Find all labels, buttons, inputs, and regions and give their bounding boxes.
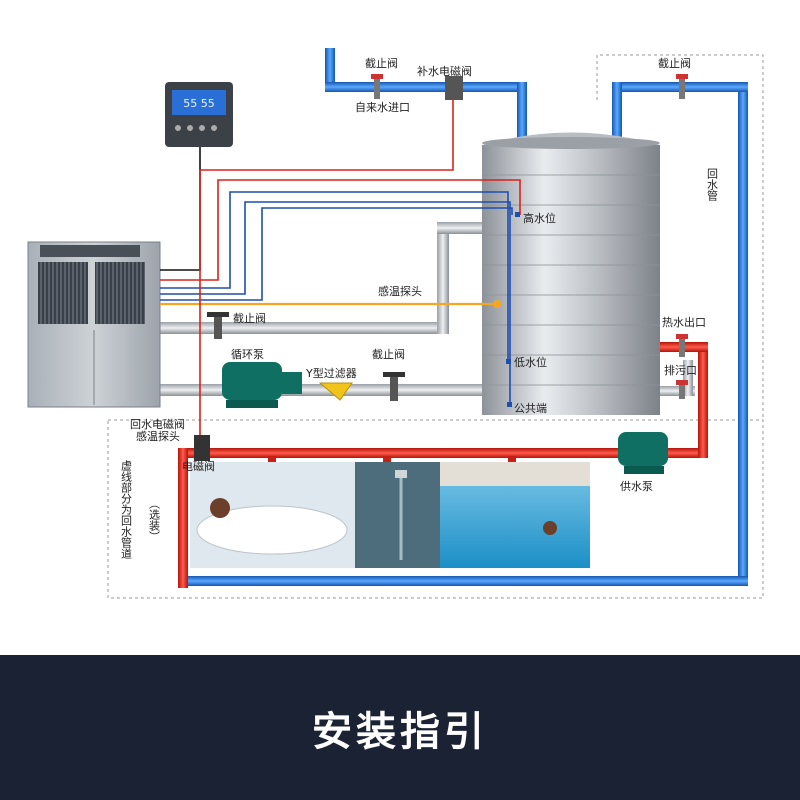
common-end-sensor — [507, 402, 512, 407]
supply-pump-icon — [618, 432, 668, 474]
hot-supply-pipe — [178, 448, 708, 458]
shower-photo — [355, 462, 440, 568]
hot-supply-down — [178, 448, 188, 588]
label-circulation-pump: 循环泵 — [231, 348, 264, 361]
tap-water-pipe-horizontal — [325, 82, 527, 92]
label-common-end: 公共端 — [514, 402, 547, 415]
unit-outlet-riser — [437, 222, 449, 334]
label-hot-water-outlet: 热水出口 — [662, 315, 706, 329]
return-pipe-bottom — [178, 576, 748, 586]
label-return-solenoid-valve: 回水电磁阀 — [130, 417, 185, 431]
control-wiring — [160, 100, 521, 445]
high-level-sensor — [515, 212, 520, 217]
pool-photo — [440, 462, 590, 568]
label-shutoff-valve-filter: 截止阀 — [372, 347, 405, 361]
return-pipe-dashed-region — [596, 54, 764, 420]
label-makeup-solenoid-valve: 补水电磁阀 — [417, 64, 472, 78]
page-title: 安装指引 — [312, 708, 488, 755]
label-solenoid-valve: 电磁阀 — [182, 459, 215, 473]
circulation-pump-icon — [222, 362, 302, 408]
tap-water-pipe-vertical — [325, 48, 335, 90]
controller-display: 55 55 — [183, 97, 215, 110]
tap-outlet — [508, 456, 516, 464]
unit-outlet-pipe — [160, 322, 445, 334]
hot-supply-riser — [698, 342, 708, 458]
diagram-canvas: 55 55 — [27, 48, 764, 599]
tap-water-pipe-into-tank — [517, 82, 527, 142]
shutoff-valve-icon — [676, 380, 688, 399]
shutoff-valve-icon — [383, 372, 405, 401]
label-y-filter: Y型过滤器 — [305, 366, 357, 380]
label-supply-pump: 供水泵 — [620, 479, 653, 493]
label-shutoff-valve-mid: 截止阀 — [233, 311, 266, 325]
tap-outlet — [268, 456, 276, 464]
shutoff-valve-icon — [371, 74, 383, 99]
shutoff-valve-icon — [676, 334, 688, 357]
temp-probe-dot — [493, 300, 501, 308]
label-optional: （选装） — [148, 498, 161, 542]
y-filter-icon — [318, 382, 353, 401]
drain-pipe-riser — [683, 360, 693, 396]
return-pipe-into-tank — [612, 82, 622, 142]
return-loop-dashed-region — [107, 419, 764, 599]
label-temp-probe: 感温探头 — [378, 285, 422, 298]
label-dashed-note: 虚线部分为回水管道 — [120, 460, 133, 559]
shutoff-valve-icon — [207, 312, 229, 339]
tap-outlet — [383, 456, 391, 464]
label-shutoff-valve-right: 截止阀 — [658, 56, 691, 70]
label-return-temp-probe: 感温探头 — [136, 430, 180, 443]
bathtub-photo — [190, 462, 355, 568]
title-banner: 安装指引 — [0, 655, 800, 800]
solenoid-valve-icon — [445, 76, 463, 100]
return-solenoid-valve-icon — [194, 435, 210, 461]
drain-pipe — [655, 386, 695, 396]
wire-controller: 55 55 — [165, 82, 233, 147]
shutoff-valve-icon — [676, 74, 688, 99]
label-shutoff-valve-top: 截止阀 — [365, 56, 398, 70]
label-high-level: 高水位 — [523, 211, 556, 225]
label-tap-water-inlet: 自来水进口 — [355, 101, 410, 114]
heat-pump-unit — [27, 241, 161, 408]
low-level-sensor — [506, 359, 511, 364]
label-low-level: 低水位 — [514, 355, 547, 369]
label-return-pipe: 回水管 — [706, 168, 719, 202]
water-tank — [482, 132, 660, 415]
label-drain-outlet: 排污口 — [664, 363, 697, 377]
return-pipe-right — [738, 85, 748, 585]
